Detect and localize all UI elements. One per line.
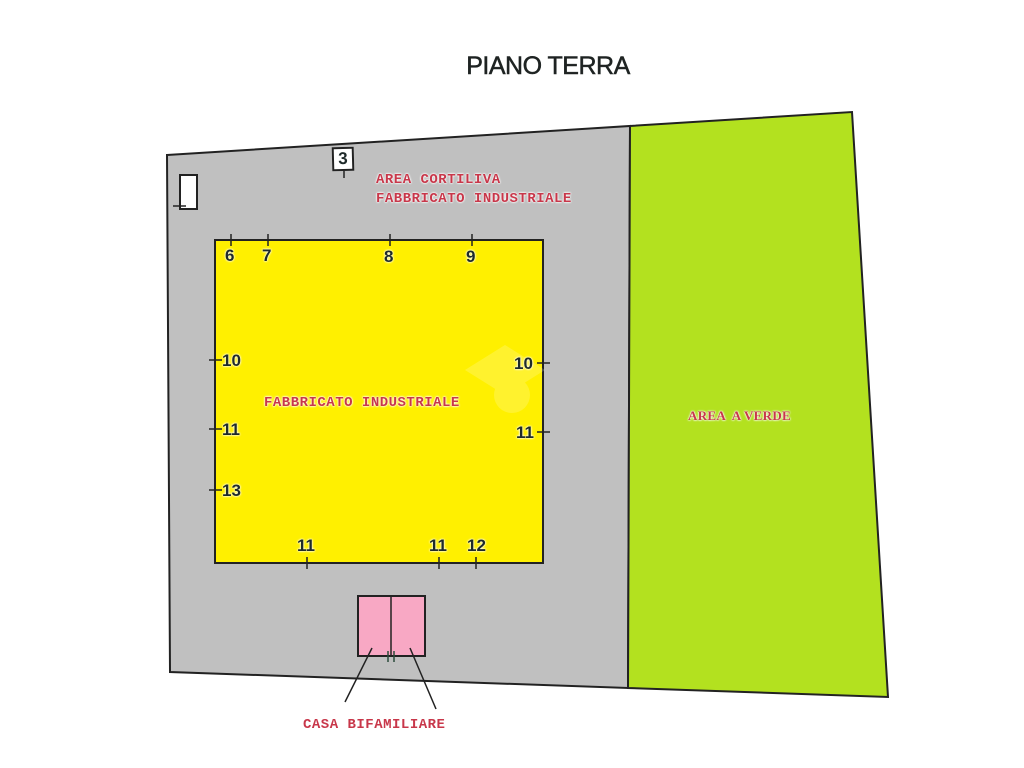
green-area-label: AREA A VERDE <box>688 408 791 423</box>
marker-bottom-11b: 11 <box>429 536 447 555</box>
marker-left-10: 10 <box>222 351 241 370</box>
page-title: PIANO TERRA <box>466 52 631 81</box>
house-label: CASA BIFAMILIARE <box>303 717 446 733</box>
green-area <box>626 110 890 699</box>
marker-top-8: 8 <box>384 247 394 266</box>
marker-top-9: 9 <box>466 247 476 266</box>
marker-top-7: 7 <box>262 246 272 265</box>
marker-box-3: 3 <box>331 146 355 172</box>
marker-left-13: 13 <box>222 481 241 500</box>
industrial-building <box>214 239 544 564</box>
marker-bottom-12: 12 <box>467 536 486 555</box>
courtyard-label-line1: AREA CORTILIVA <box>376 172 501 188</box>
house-leader-lines <box>344 647 437 710</box>
marker-right-10: 10 <box>514 354 533 373</box>
marker-right-11: 11 <box>516 423 534 442</box>
marker-bottom-11a: 11 <box>297 536 315 555</box>
courtyard-label-line2: FABBRICATO INDUSTRIALE <box>376 191 572 207</box>
two-family-house <box>357 595 426 662</box>
left-tick-marks <box>209 359 222 491</box>
marker-top-6: 6 <box>225 246 235 265</box>
marker-left-11: 11 <box>222 420 240 439</box>
watermark-icon <box>465 345 545 413</box>
bottom-tick-marks <box>306 557 477 569</box>
top-tick-marks <box>230 234 473 246</box>
building-label: FABBRICATO INDUSTRIALE <box>264 395 460 411</box>
right-tick-marks <box>537 362 550 433</box>
utility-box <box>179 174 198 210</box>
